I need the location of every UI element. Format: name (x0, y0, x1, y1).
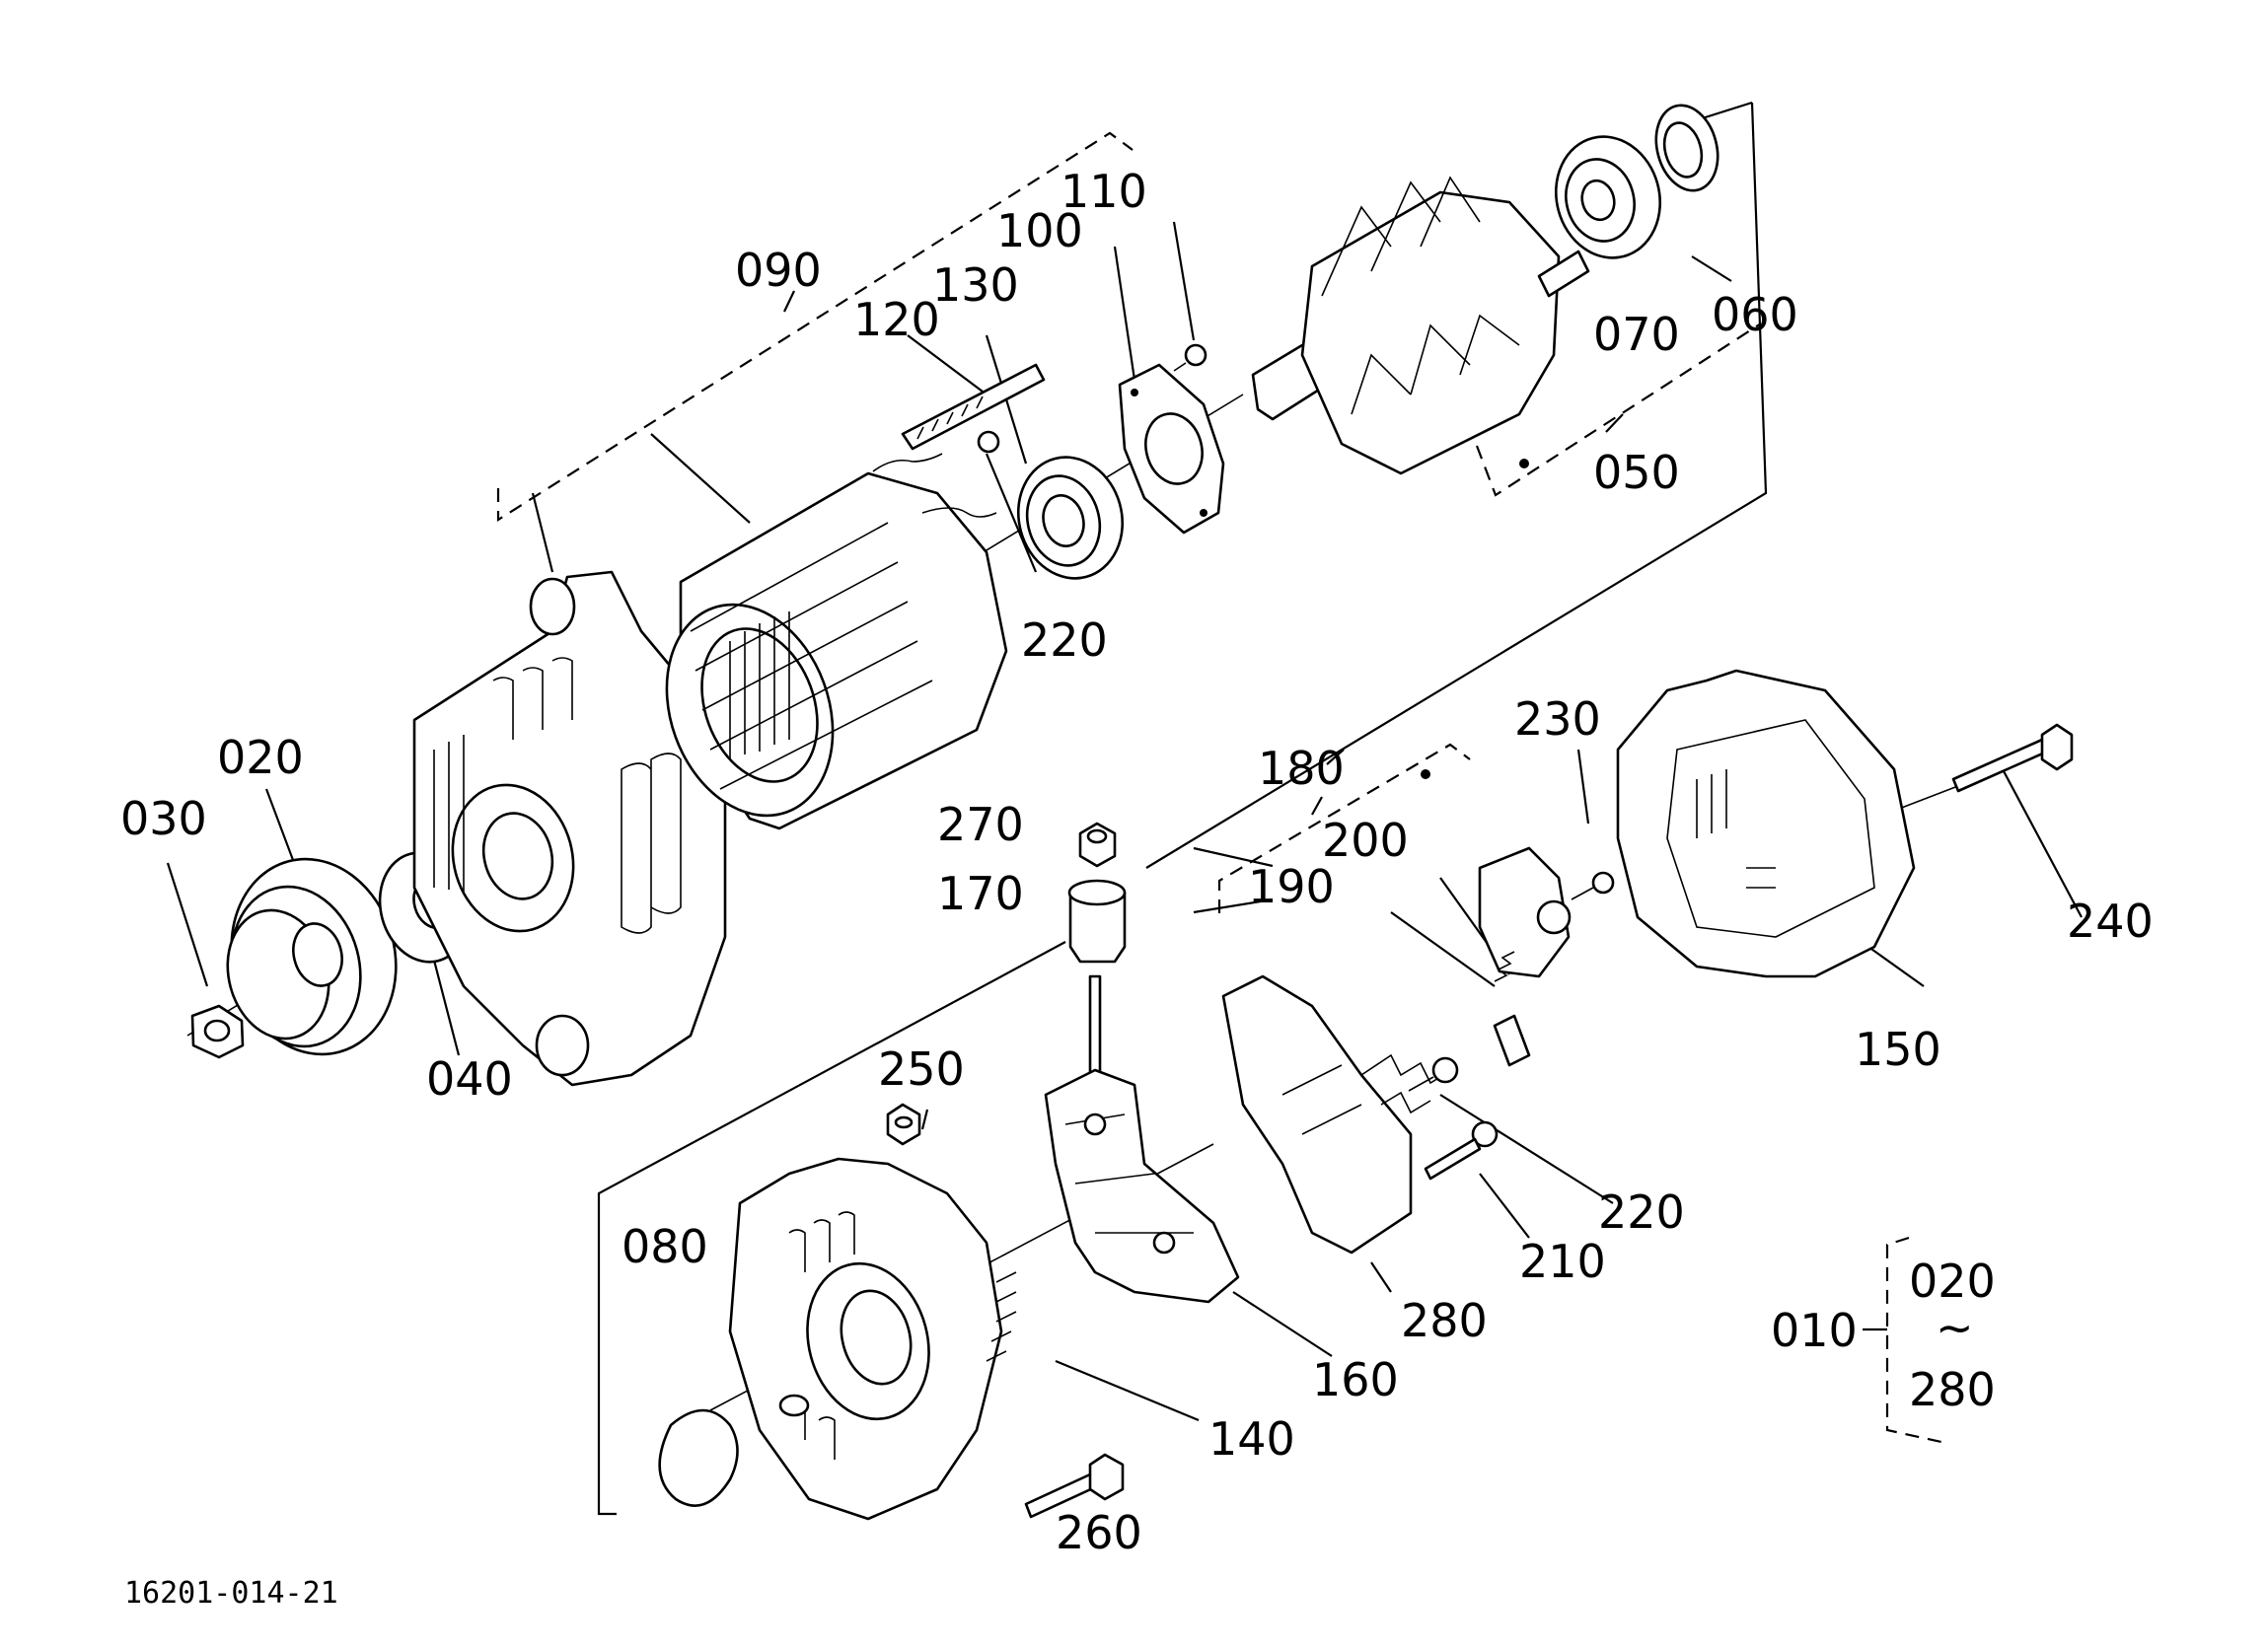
part-100-retainer-plate (1118, 363, 1225, 535)
part-140-rear-housing (728, 1157, 1017, 1521)
part-230-screw (1571, 871, 1615, 900)
part-200-spring (1494, 951, 1515, 982)
part-220-screw-upper (977, 430, 1000, 454)
callout-130: 130 (932, 258, 1019, 312)
part-130-bearing (1016, 456, 1125, 580)
part-190-brush (1493, 1014, 1531, 1067)
part-150-rear-cover (1616, 669, 1916, 978)
group-brackets (496, 101, 1942, 1516)
part-front-housing (412, 570, 727, 1087)
part-280-regulator (1221, 974, 1451, 1255)
callout-110: 110 (1061, 165, 1147, 218)
callout-030: 030 (120, 792, 207, 845)
callout-230: 230 (1514, 692, 1601, 746)
callout-050: 050 (1593, 446, 1680, 499)
callout-020: 020 (217, 731, 304, 784)
bracket-180 (1217, 743, 1471, 913)
part-260-bolt (1024, 1453, 1125, 1519)
part-240-bolt (1951, 723, 2074, 793)
callout-210: 210 (1519, 1235, 1606, 1288)
callout-190: 190 (1248, 860, 1335, 913)
part-020-pulley (226, 857, 398, 1056)
part-120-stud (901, 363, 1046, 451)
callout-250: 250 (878, 1042, 965, 1096)
part-210-screw (1424, 1120, 1499, 1181)
callout-220-upper: 220 (1021, 613, 1108, 667)
callout-240: 240 (2067, 895, 2154, 948)
range-to: 280 (1909, 1363, 1996, 1416)
callout-180: 180 (1258, 742, 1345, 795)
bracket-main-upper (1145, 102, 1768, 869)
callout-270: 270 (937, 798, 1024, 851)
callout-140: 140 (1208, 1412, 1295, 1466)
callout-150: 150 (1855, 1023, 1941, 1076)
callout-220-lower: 220 (1598, 1185, 1685, 1239)
bracket-050 (1475, 323, 1762, 497)
bracket-main-lower (597, 941, 1066, 1516)
part-030-nut (190, 1004, 245, 1059)
part-170-insulator (1067, 879, 1127, 964)
callout-160: 160 (1312, 1353, 1399, 1406)
callout-080: 080 (622, 1220, 708, 1273)
callout-200: 200 (1322, 814, 1409, 867)
callout-060: 060 (1712, 288, 1798, 341)
part-270-nut (1078, 822, 1117, 868)
callout-280: 280 (1401, 1294, 1488, 1347)
callout-090: 090 (735, 244, 822, 297)
callout-labels: 030 020 040 090 120 130 100 110 220 060 … (120, 165, 2154, 1611)
part-080-retainer-ring (658, 1408, 739, 1507)
callout-040: 040 (426, 1052, 513, 1106)
part-070-bearing (1554, 135, 1662, 259)
callout-100: 100 (996, 204, 1083, 257)
callout-120: 120 (853, 293, 940, 346)
part-060-cover (1654, 104, 1719, 192)
figure-code: 16201-014-21 (124, 1576, 338, 1611)
part-brush-holder (1421, 769, 1572, 978)
range-tilde: ~ (1936, 1301, 1974, 1354)
part-160-rectifier (1044, 974, 1240, 1304)
callout-260: 260 (1056, 1506, 1142, 1559)
callout-070: 070 (1593, 308, 1680, 361)
part-050-rotor (1251, 176, 1590, 475)
callout-170: 170 (937, 867, 1024, 920)
bracket-010 (1885, 1236, 1942, 1444)
part-110-screw (1173, 343, 1207, 372)
callout-010: 010 (1771, 1304, 1858, 1357)
part-250-nut (886, 1103, 921, 1146)
bracket-090 (496, 131, 1134, 522)
part-220-screw-lower (1408, 1056, 1459, 1092)
part-090-stator (665, 453, 1008, 830)
range-from: 020 (1909, 1255, 1996, 1308)
